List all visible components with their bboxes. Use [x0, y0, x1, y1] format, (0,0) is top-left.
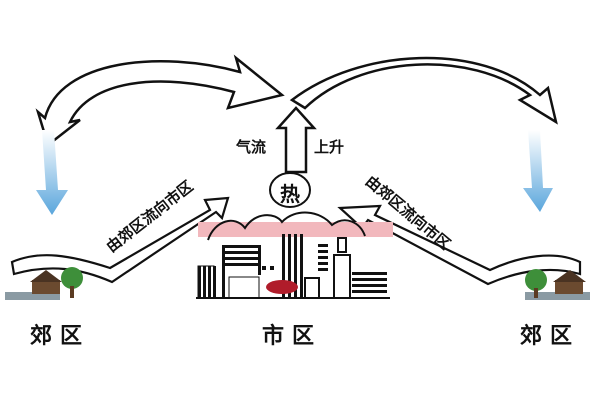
tree-icon: [525, 269, 547, 291]
right-descending-arrow: [523, 130, 553, 212]
tree-icon: [61, 267, 83, 289]
left-inflow-arrow: [10, 196, 230, 284]
right-suburb-house: [525, 269, 590, 300]
upper-left-loop-arrow: [35, 54, 285, 148]
rising-air-label-left: 气流: [236, 138, 267, 156]
left-suburb-house: [5, 267, 83, 300]
city-buildings: [197, 234, 387, 299]
rising-air-arrow: [275, 106, 317, 174]
right-inflow-arrow: [337, 204, 582, 286]
rising-air-label-right: 上升: [314, 138, 345, 156]
heat-cloud: [207, 211, 366, 241]
left-suburb-label: 郊区: [30, 324, 91, 349]
heat-label: 热: [280, 182, 300, 206]
left-descending-arrow: [36, 130, 68, 215]
upper-right-loop-arrow: [289, 56, 558, 125]
car-icon: [266, 280, 298, 294]
heat-circle: [269, 172, 311, 208]
city-label: 市区: [262, 324, 323, 349]
right-suburb-label: 郊区: [520, 324, 581, 349]
